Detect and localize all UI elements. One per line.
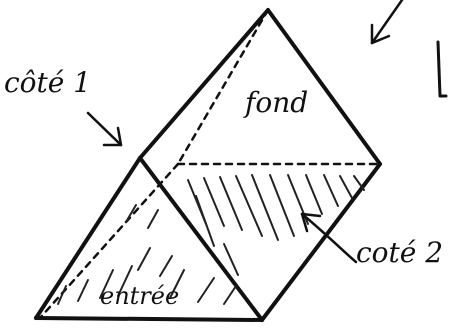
label-cote2: coté 2 bbox=[356, 236, 443, 269]
hidden-edges bbox=[40, 10, 380, 318]
label-cote1: côté 1 bbox=[4, 66, 91, 99]
arrow-top-right bbox=[372, 0, 402, 43]
label-entree: entrée bbox=[100, 282, 179, 310]
label-fond: fond bbox=[243, 86, 308, 119]
bottom-front-edge bbox=[36, 318, 262, 320]
top-ridge-edge bbox=[140, 10, 268, 158]
cropped-mark bbox=[438, 42, 446, 96]
arrow-cote1 bbox=[88, 113, 121, 145]
arrow-cote1-shaft bbox=[88, 113, 121, 145]
